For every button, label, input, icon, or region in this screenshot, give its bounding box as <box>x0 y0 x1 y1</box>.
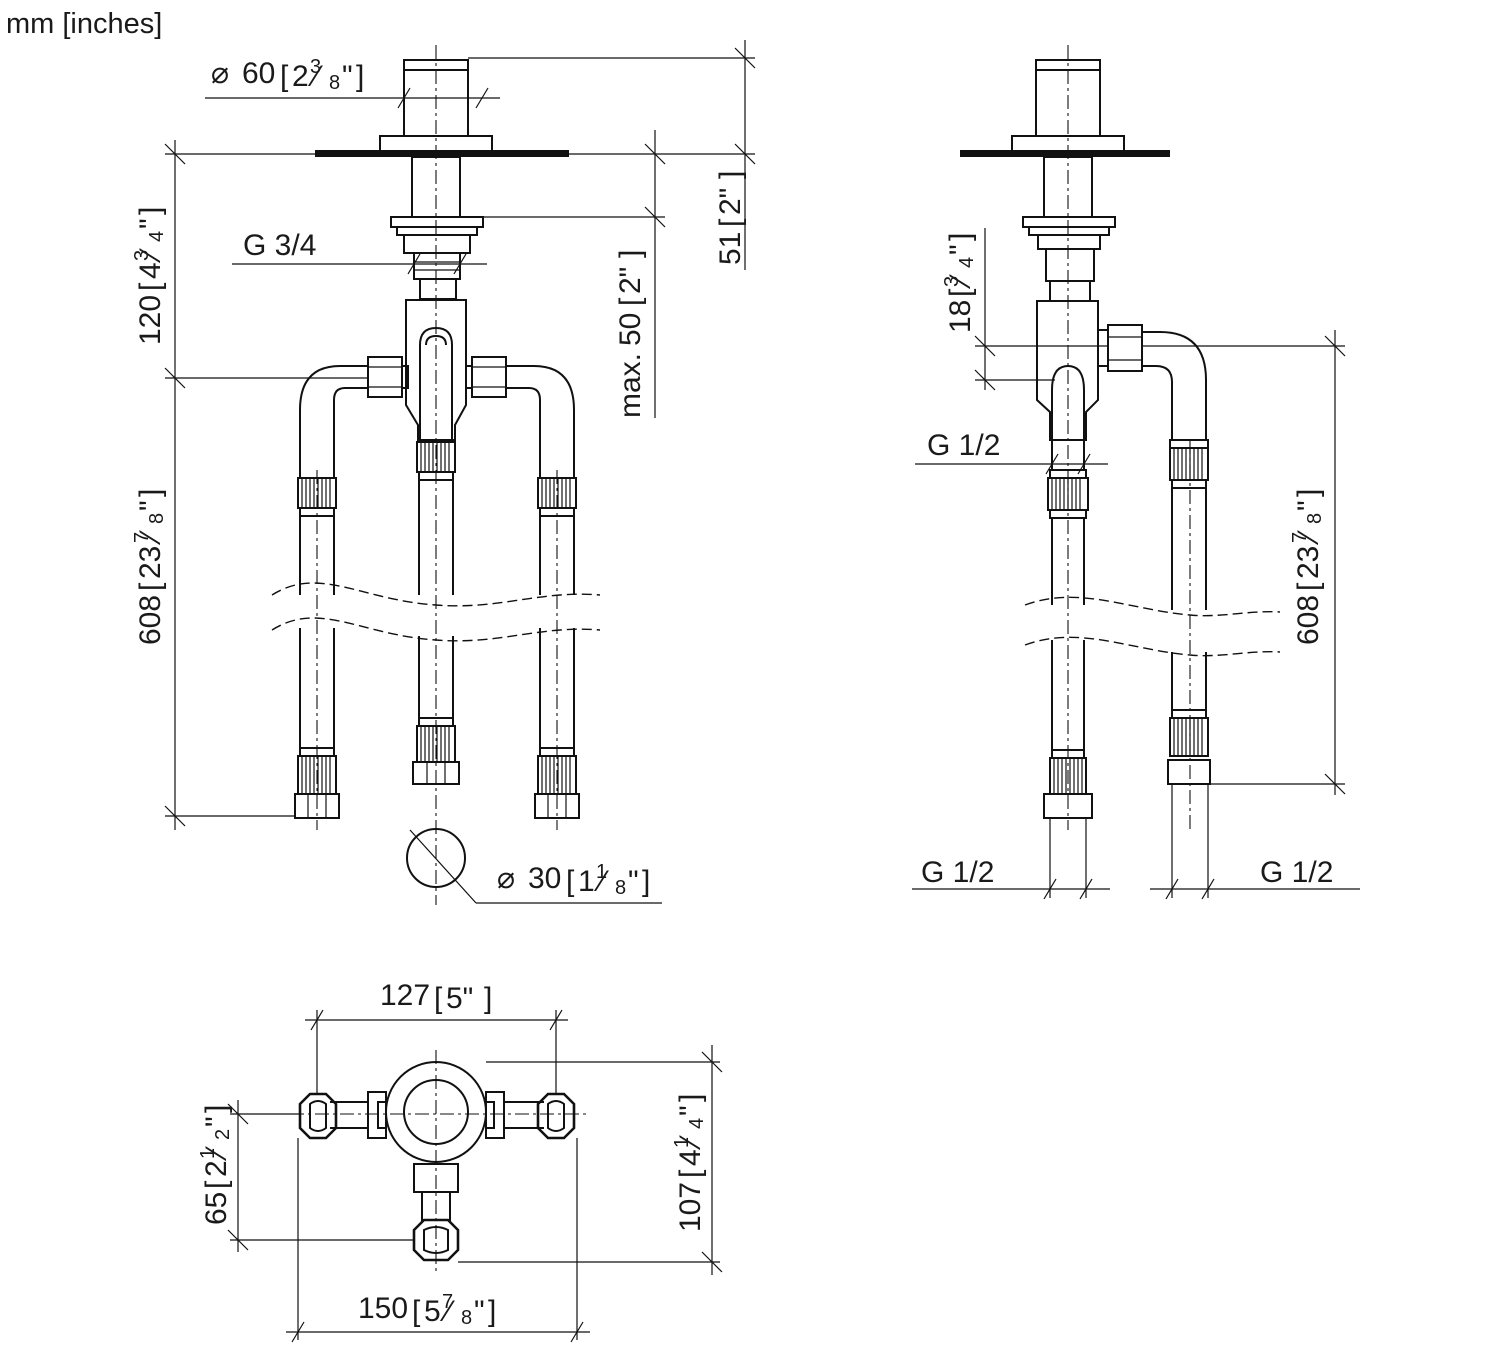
svg-text:120: 120 <box>134 295 167 345</box>
svg-text:": " <box>628 865 639 898</box>
svg-text:23: 23 <box>1292 546 1325 579</box>
svg-text:3: 3 <box>941 276 963 287</box>
svg-text:4: 4 <box>674 1149 707 1166</box>
svg-text:107: 107 <box>674 1182 707 1232</box>
svg-text:8: 8 <box>461 1307 472 1329</box>
svg-text:8: 8 <box>1304 513 1326 524</box>
svg-text:": " <box>342 60 353 93</box>
svg-text:]: ] <box>134 207 167 215</box>
svg-text:608: 608 <box>1292 595 1325 645</box>
svg-text:2: 2 <box>200 1160 233 1177</box>
svg-text:": " <box>134 500 167 511</box>
svg-text:[: [ <box>674 1169 707 1178</box>
svg-text:[: [ <box>1292 582 1325 591</box>
svg-text:⌀: ⌀ <box>211 57 229 90</box>
svg-text:8: 8 <box>146 513 168 524</box>
top-view: 127 [ 5" ] 65 [ 2 1 ⁄ 2 " ] 107 [ 4 1 <box>197 979 723 1343</box>
svg-text:1: 1 <box>578 865 595 898</box>
svg-text:30: 30 <box>528 862 561 895</box>
svg-text:]: ] <box>1292 489 1325 497</box>
svg-text:4: 4 <box>134 262 167 279</box>
side-view: 18 [ 3 ⁄ 4 " ] G 1/2 608 [ 23 7 ⁄ 8 " ] <box>912 45 1360 900</box>
svg-text:5: 5 <box>424 1295 441 1328</box>
svg-text:1: 1 <box>197 1148 219 1159</box>
svg-text:8: 8 <box>329 72 340 94</box>
svg-text:4: 4 <box>956 257 978 268</box>
svg-text:[: [ <box>614 297 647 306</box>
svg-text:": " <box>1292 500 1325 511</box>
svg-text:65: 65 <box>200 1192 233 1225</box>
svg-text:]: ] <box>642 865 650 898</box>
svg-text:]: ] <box>484 982 492 1015</box>
svg-text:2: 2 <box>212 1129 234 1140</box>
svg-text:[: [ <box>434 982 443 1015</box>
svg-text:60: 60 <box>242 57 275 90</box>
svg-text:7: 7 <box>131 532 153 543</box>
svg-text:7: 7 <box>442 1291 453 1313</box>
svg-text:8: 8 <box>615 877 626 899</box>
svg-text:4: 4 <box>686 1118 708 1129</box>
svg-text:608: 608 <box>134 595 167 645</box>
svg-text:G 1/2: G 1/2 <box>921 856 994 889</box>
svg-text:]: ] <box>488 1295 496 1328</box>
svg-text:": " <box>134 218 167 229</box>
svg-text:3: 3 <box>131 250 153 261</box>
svg-text:1: 1 <box>671 1137 693 1148</box>
svg-text:max.: max. <box>614 353 647 418</box>
svg-text:4: 4 <box>146 231 168 242</box>
svg-text:[: [ <box>566 865 575 898</box>
svg-text:[: [ <box>412 1295 421 1328</box>
svg-text:[: [ <box>134 582 167 591</box>
svg-text:2": 2" <box>614 267 647 294</box>
svg-text:G 1/2: G 1/2 <box>927 429 1000 462</box>
svg-text:G 3/4: G 3/4 <box>243 229 316 262</box>
svg-text:7: 7 <box>1289 532 1311 543</box>
svg-text:[: [ <box>714 218 747 227</box>
svg-text:[: [ <box>280 60 289 93</box>
svg-text:[: [ <box>200 1180 233 1189</box>
svg-text:": " <box>474 1295 485 1328</box>
svg-text:150: 150 <box>358 1292 408 1325</box>
svg-text:1: 1 <box>596 861 607 883</box>
svg-text:]: ] <box>714 171 747 179</box>
front-view: ⌀ 60 [ 2 3 ⁄ 8 " ] 51 [ 2" ] max. 50 [ 2… <box>131 40 756 905</box>
svg-text:3: 3 <box>310 56 321 78</box>
svg-text:[: [ <box>134 282 167 291</box>
svg-text:127: 127 <box>380 979 430 1012</box>
svg-text:50: 50 <box>614 313 647 346</box>
svg-text:18: 18 <box>944 300 977 333</box>
svg-text:23: 23 <box>134 546 167 579</box>
svg-text:]: ] <box>200 1105 233 1113</box>
svg-text:[: [ <box>944 288 977 297</box>
svg-text:5": 5" <box>446 982 473 1015</box>
svg-text:]: ] <box>356 60 364 93</box>
svg-text:]: ] <box>614 250 647 258</box>
svg-text:]: ] <box>944 233 977 241</box>
svg-text:": " <box>200 1116 233 1127</box>
svg-text:": " <box>944 244 977 255</box>
units-label: mm [inches] <box>6 8 162 40</box>
svg-text:⌀: ⌀ <box>497 862 515 895</box>
svg-text:]: ] <box>134 489 167 497</box>
svg-text:G 1/2: G 1/2 <box>1260 856 1333 889</box>
svg-text:": " <box>674 1105 707 1116</box>
svg-text:]: ] <box>674 1094 707 1102</box>
svg-text:51: 51 <box>714 232 747 265</box>
svg-text:2: 2 <box>292 60 309 93</box>
svg-text:2": 2" <box>714 188 747 215</box>
